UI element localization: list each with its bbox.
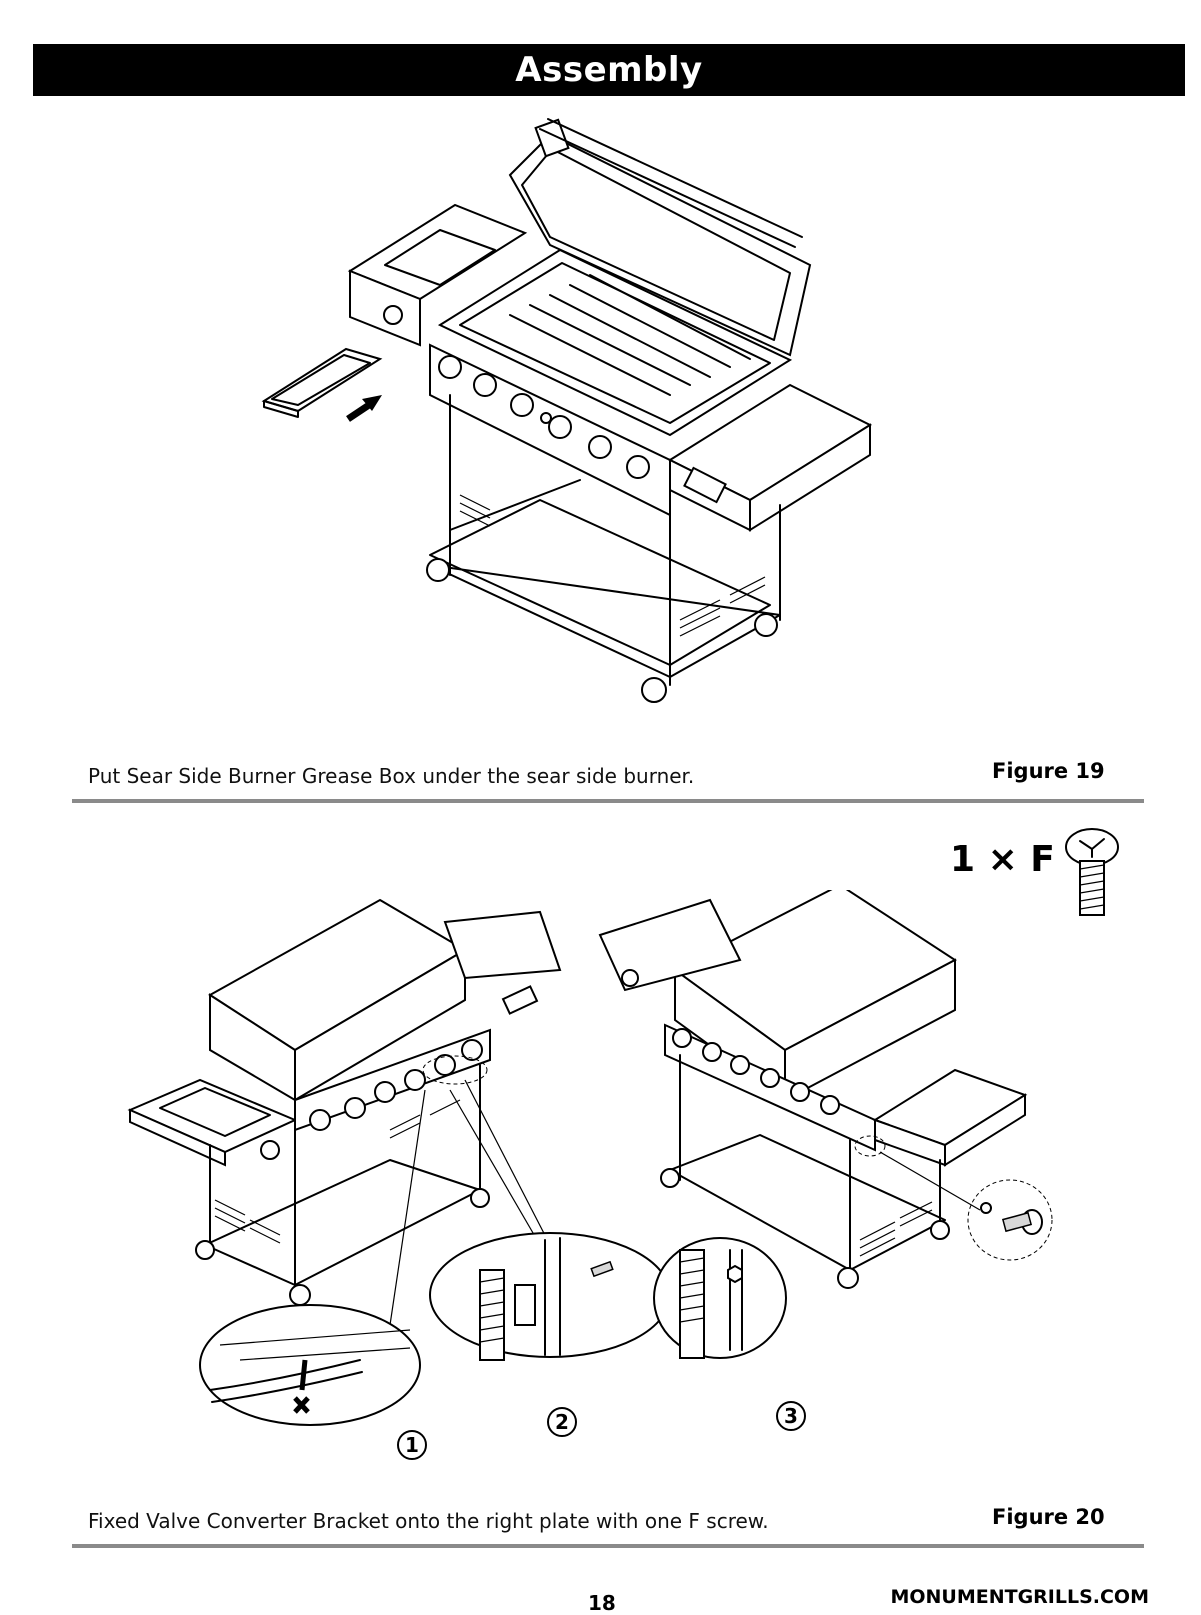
figure-19-label: Figure 19 [992,759,1105,783]
figure-20-label: Figure 20 [992,1505,1105,1529]
figure-20-caption: Fixed Valve Converter Bracket onto the r… [88,1509,769,1533]
detail-callout-1: 1 [397,1430,427,1460]
divider-rule-bottom [72,1544,1144,1548]
screw-detail-icon [981,1203,1042,1234]
detail-callout-2: 2 [547,1407,577,1437]
detail-callout-3: 3 [776,1401,806,1431]
hardware-quantity: 1 × F [950,839,1055,880]
figure-19-illustration [250,115,910,735]
grill-front-view [600,890,1052,1288]
detail-2 [430,1080,670,1360]
figure-20-illustration [120,890,1080,1470]
figure-19-caption: Put Sear Side Burner Grease Box under th… [88,764,694,788]
page-number: 18 [588,1591,616,1615]
section-title: Assembly [515,50,702,90]
website-url: MONUMENTGRILLS.COM [890,1586,1149,1608]
insert-arrow-icon [348,395,382,419]
section-header: Assembly [33,44,1185,96]
detail-3 [654,1238,786,1358]
divider-rule [72,799,1144,803]
